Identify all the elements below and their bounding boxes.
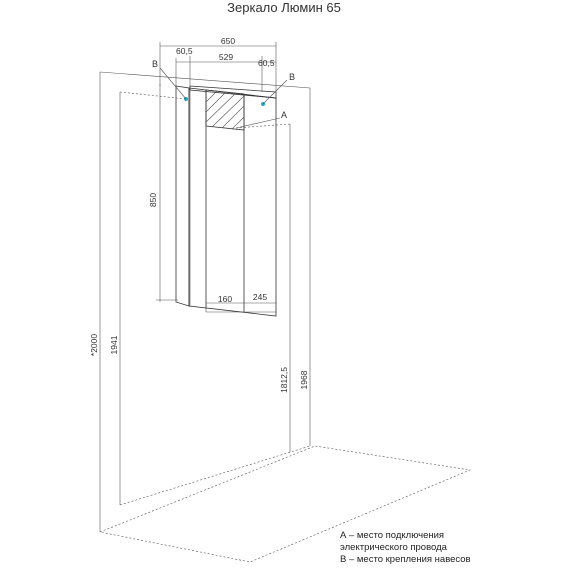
dim-right-offset: 60,5 bbox=[258, 58, 275, 68]
mark-a: A bbox=[281, 110, 287, 120]
mirror-body bbox=[175, 85, 277, 317]
floor-outline bbox=[99, 445, 472, 563]
hatch-lines bbox=[205, 90, 245, 130]
drawing-title: Зеркало Люмин 65 bbox=[227, 0, 341, 15]
mark-b-right: B bbox=[289, 72, 295, 82]
bottom-dimensions bbox=[205, 300, 277, 316]
legend-line-2: электрического провода bbox=[340, 542, 447, 553]
dim-top-width: 650 bbox=[221, 36, 235, 46]
legend: А – место подключения электрического про… bbox=[340, 530, 471, 566]
legend-line-1: А – место подключения bbox=[340, 530, 445, 541]
mark-b-left: B bbox=[152, 59, 158, 69]
dim-bottom-left: 160 bbox=[218, 294, 232, 304]
height-dimension bbox=[156, 84, 178, 302]
dim-left-height-total: *2000 bbox=[89, 334, 99, 356]
dim-right-height-b: 1968 bbox=[299, 370, 309, 389]
dim-right-height-a: 1812,5 bbox=[279, 367, 289, 393]
dim-inner-width: 529 bbox=[219, 52, 233, 62]
dim-left-height-inner: 1941 bbox=[109, 335, 119, 354]
top-dimensions bbox=[159, 42, 277, 92]
legend-line-3: В – место крепления навесов bbox=[340, 554, 471, 565]
dim-height: 850 bbox=[148, 193, 158, 207]
dim-bottom-right: 245 bbox=[253, 292, 267, 302]
wall-outline bbox=[99, 71, 311, 532]
dim-left-offset: 60,5 bbox=[176, 46, 193, 56]
